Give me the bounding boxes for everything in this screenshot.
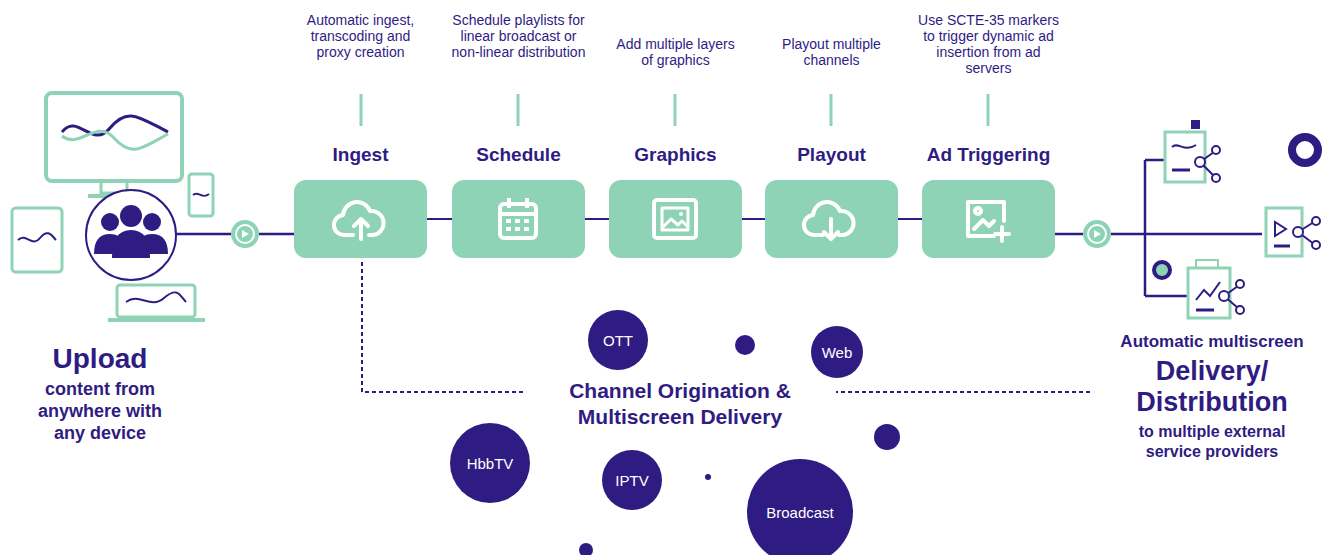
step-description: Add multiple layers of graphics: [614, 36, 738, 68]
cloud-upload-icon: [334, 202, 384, 239]
step-heading: Playout: [797, 144, 866, 166]
channel-circle: HbbTV: [450, 423, 530, 503]
step-heading: Ad Triggering: [927, 144, 1051, 166]
connector-line: [427, 218, 452, 220]
step-description: Playout multiple channels: [771, 36, 893, 68]
process-box: Automatic ingest, transcoding and proxy …: [294, 180, 427, 258]
calendar-icon: [500, 198, 536, 238]
step-description: Schedule playlists for linear broadcast …: [451, 12, 587, 60]
step-description: Automatic ingest, transcoding and proxy …: [298, 12, 424, 60]
step-heading: Schedule: [476, 144, 560, 166]
connector: [585, 219, 609, 220]
channel-circle: OTT: [588, 310, 648, 370]
channel-label: Web: [822, 344, 853, 361]
connector: [427, 219, 452, 220]
circle-fill: [450, 423, 530, 503]
upload-heading: Upload: [53, 343, 148, 375]
channel-circle: Web: [811, 326, 863, 378]
graphics-icon: [654, 200, 696, 238]
circle-fill: [747, 459, 853, 555]
channel-circle: Broadcast: [747, 459, 853, 555]
delivery-note: Automatic multiscreen: [1120, 332, 1303, 352]
people-icon: [94, 205, 168, 258]
connector-line: [898, 218, 922, 220]
process-box: Use SCTE-35 markers to trigger dynamic a…: [922, 180, 1055, 258]
channel-label: HbbTV: [467, 455, 514, 472]
connector: [742, 219, 765, 220]
process-box: Playout multiple channelsPlayout: [765, 180, 898, 258]
channel-label: IPTV: [615, 472, 648, 489]
connector-line: [585, 218, 609, 220]
channel-label: Broadcast: [766, 504, 834, 521]
decor-dots: [579, 120, 1318, 555]
delivery-note: to multiple external service providers: [1112, 422, 1312, 462]
channel-circle: IPTV: [602, 450, 662, 510]
device-group: [12, 93, 213, 320]
leader-lines: [361, 94, 988, 126]
share-icons: [1165, 132, 1320, 318]
process-box: Schedule playlists for linear broadcast …: [452, 180, 585, 258]
cloud-download-icon: [804, 202, 854, 239]
center-heading: Channel Origination & Multiscreen Delive…: [524, 378, 836, 430]
step-description: Use SCTE-35 markers to trigger dynamic a…: [914, 12, 1064, 76]
upload-note: content from anywhere with any device: [20, 378, 180, 444]
dotted-line: [362, 262, 1092, 392]
circle-fill: [588, 310, 648, 370]
step-heading: Graphics: [634, 144, 716, 166]
delivery-heading: Delivery/ Distribution: [1112, 356, 1312, 418]
channel-label: OTT: [603, 332, 633, 349]
process-box: Add multiple layers of graphicsGraphics: [609, 180, 742, 258]
wires: [176, 160, 1262, 296]
circle-fill: [602, 450, 662, 510]
connector-line: [742, 218, 765, 220]
step-heading: Ingest: [333, 144, 389, 166]
ad-image-icon: [968, 202, 1009, 241]
connector: [898, 219, 922, 220]
circle-fill: [811, 326, 863, 378]
